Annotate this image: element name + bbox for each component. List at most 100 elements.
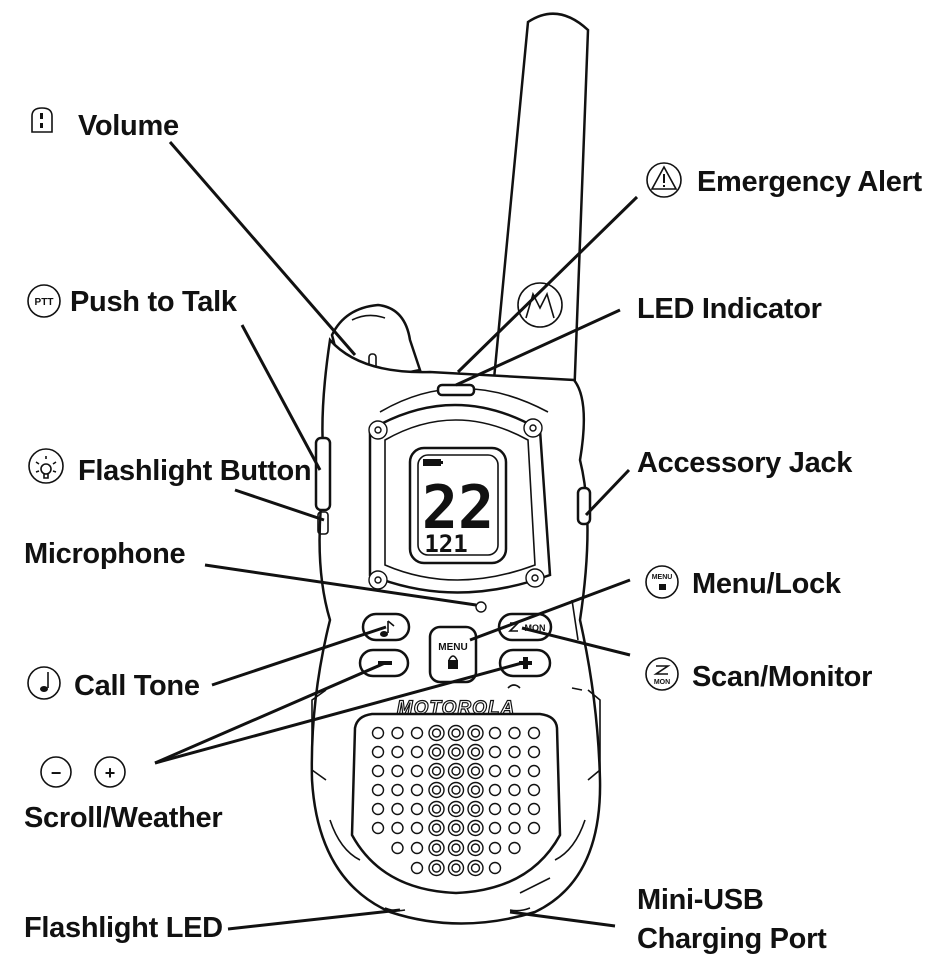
speaker-hole [371,745,385,759]
led-light [436,383,476,397]
speaker-hole-inner [431,863,442,873]
svg-text:PTT: PTT [35,297,54,308]
speaker-hole-inner [451,766,461,776]
speaker-hole [371,726,385,740]
label-scan-monitor: Scan/Monitor [692,661,872,693]
menu-lock-button: MENU [428,625,478,684]
speaker-hole-inner [470,843,481,853]
ptt-icon: PTT [27,284,61,318]
label-charging-port: Charging Port [637,923,827,955]
speaker-hole [410,821,424,835]
lcd-screen [408,446,508,565]
speaker-hole-inner [431,747,442,757]
speaker-hole [508,802,521,816]
label-accessory-jack: Accessory Jack [637,447,853,479]
speaker-hole-inner [431,823,442,833]
label-led-indicator: LED Indicator [637,293,822,325]
label-push-to-talk: Push to Talk [70,286,238,318]
speaker-hole [508,841,521,855]
emergency-alert-icon [646,162,682,198]
speaker-hole-inner [431,728,442,738]
speaker-hole [488,726,502,740]
radio-illustration: 22 121 MENU MON [310,12,602,925]
speaker-hole [391,802,404,816]
svg-text:−: − [51,763,62,783]
speaker-hole-inner [451,843,461,853]
speaker-hole-inner [451,804,461,814]
speaker-hole [410,764,424,778]
speaker-hole [508,745,521,759]
bezel-screws [368,418,545,590]
speaker-hole-inner [431,785,442,795]
speaker-hole-inner [470,823,481,833]
speaker-hole [488,802,502,816]
speaker-hole [488,745,502,759]
speaker-hole [508,821,521,835]
svg-text:+: + [105,763,116,783]
speaker-hole [391,745,404,759]
speaker-hole-inner [470,728,481,738]
lcd-channel: 22 [422,473,494,543]
label-microphone: Microphone [24,538,186,570]
call-tone-icon [27,666,61,700]
lcd-code: 121 [424,530,467,558]
speaker-hole [391,841,404,855]
speaker-hole [508,783,521,797]
speaker-hole [488,783,502,797]
speaker-hole [527,764,541,778]
antenna [490,12,590,402]
flashlight-icon [28,448,64,484]
speaker-hole [488,764,502,778]
speaker-hole [488,841,502,855]
speaker-hole [371,783,385,797]
label-scroll-weather: Scroll/Weather [24,802,222,834]
speaker-hole [410,783,424,797]
speaker-hole-inner [451,785,461,795]
label-menu-lock: Menu/Lock [692,568,842,600]
speaker-hole [371,764,385,778]
leader-lines [154,141,639,931]
volume-icon [31,107,53,133]
speaker-hole [527,821,541,835]
speaker-hole [391,764,404,778]
speaker-hole-inner [431,804,442,814]
menu-lock-icon: MENU [645,565,679,599]
speaker-hole-inner [431,843,442,853]
speaker-hole [410,861,424,875]
speaker-hole-inner [470,804,481,814]
speaker-hole [410,802,424,816]
svg-text:MON: MON [654,679,670,686]
minus-icon: − [40,756,72,788]
speaker-holes [371,724,541,877]
speaker-hole-inner [451,747,461,757]
plus-button [498,648,552,678]
speaker-hole-inner [470,766,481,776]
battery-icon [423,459,443,466]
label-flashlight-led: Flashlight LED [24,912,223,944]
scan-monitor-icon: MON [645,657,679,691]
speaker-hole-inner [451,863,461,873]
speaker-hole [371,821,385,835]
speaker-hole [508,764,521,778]
speaker-hole [488,821,502,835]
label-flashlight-button: Flashlight Button [78,455,311,487]
speaker-hole [391,783,404,797]
svg-text:MENU: MENU [652,574,673,581]
svg-text:MENU: MENU [438,642,467,653]
speaker-hole [527,745,541,759]
speaker-hole-inner [431,766,442,776]
accessory-jack-port [576,486,592,526]
speaker-hole [527,802,541,816]
label-volume: Volume [78,110,179,142]
speaker-hole-inner [470,747,481,757]
microphone-hole [475,601,487,613]
speaker-hole [488,861,502,875]
speaker-hole [508,726,521,740]
speaker-hole [410,841,424,855]
speaker-hole [410,745,424,759]
svg-text:MON: MON [525,623,546,633]
speaker-hole [391,821,404,835]
speaker-hole-inner [470,785,481,795]
ptt-side-button [314,436,332,512]
